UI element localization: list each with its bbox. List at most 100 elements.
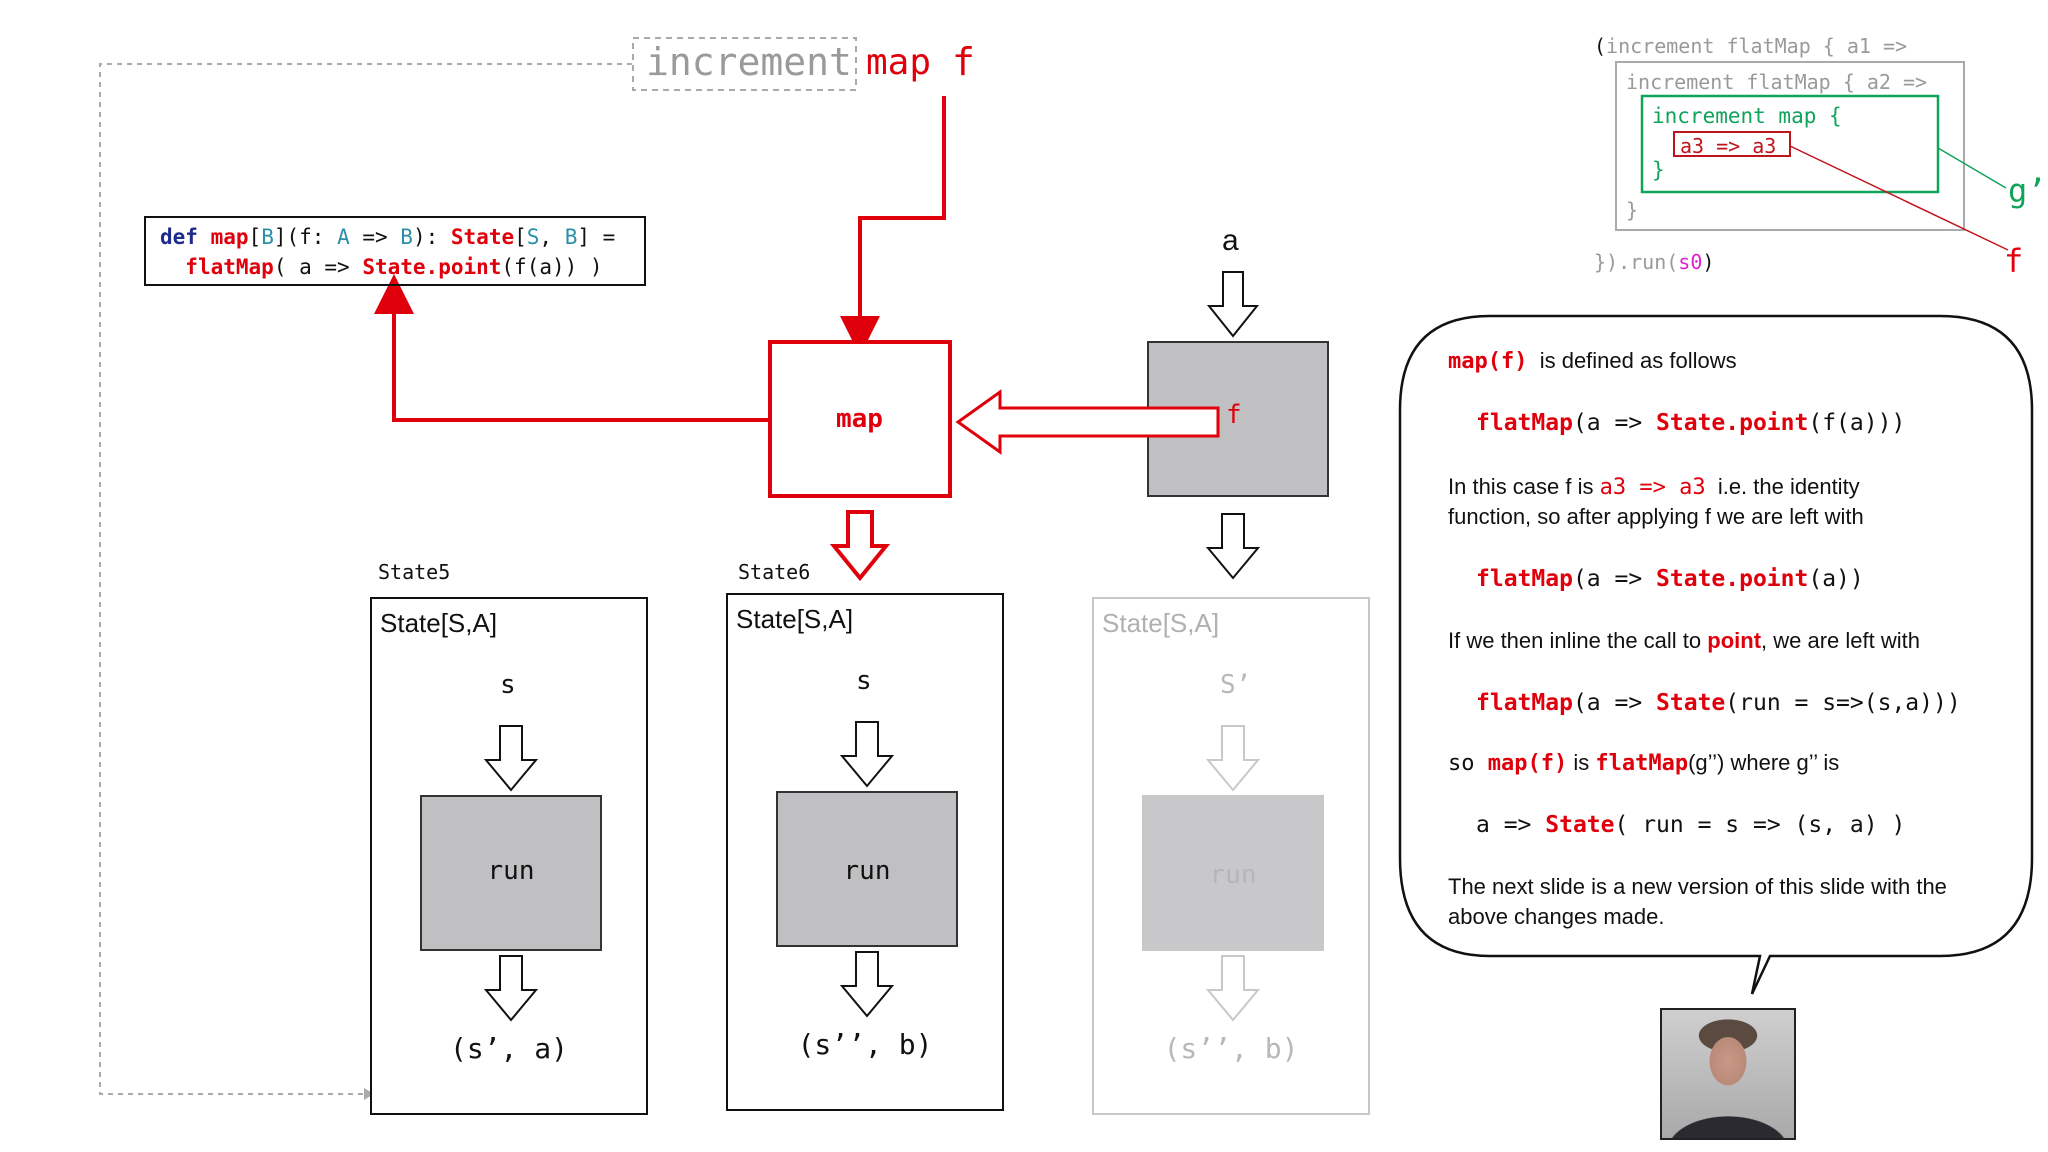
state-faded-input: S’ bbox=[1220, 670, 1252, 700]
code-State: State bbox=[362, 255, 426, 279]
state-faded-run-label: run bbox=[1209, 860, 1257, 890]
f-down-arrow bbox=[1205, 513, 1261, 580]
bubble-line-4: function, so after applying f we are lef… bbox=[1448, 504, 1864, 529]
bubble-l3-b: i.e. the identity bbox=[1705, 474, 1860, 499]
bubble-l5-State: State.point bbox=[1656, 566, 1809, 592]
bubble-l3-code: a3 => a3 bbox=[1599, 475, 1706, 500]
tr-f: f bbox=[2004, 242, 2024, 280]
tr-line1-text: increment flatMap { a1 => bbox=[1606, 34, 1908, 58]
bubble-l7-State: State bbox=[1656, 690, 1726, 716]
f-to-map-hollow-arrow bbox=[955, 389, 1220, 455]
bubble-map-f: map(f) bbox=[1448, 349, 1528, 374]
tr-line2: increment flatMap { a2 => bbox=[1626, 70, 1928, 94]
presenter-photo bbox=[1660, 1008, 1796, 1140]
bubble-line-5: flatMap(a => State.point(a)) bbox=[1476, 564, 1864, 594]
type-State: State bbox=[450, 225, 515, 249]
state6-inner-title: State[S,A] bbox=[736, 604, 854, 634]
tr-s0: s0 bbox=[1678, 250, 1703, 274]
state5-output-arrow bbox=[483, 955, 539, 1022]
tr-green-box bbox=[1640, 94, 1940, 194]
dashed-feedback-arrowhead bbox=[364, 1088, 374, 1100]
bubble-l9-a: a => bbox=[1476, 812, 1546, 838]
bubble-l6-a: If we then inline the call to bbox=[1448, 628, 1708, 653]
code-flatMap: flatMap bbox=[185, 255, 274, 279]
state6-title: State6 bbox=[738, 560, 811, 584]
bubble-line-11: above changes made. bbox=[1448, 904, 1665, 929]
state5-input-arrow bbox=[483, 725, 539, 792]
f-box-label: f bbox=[1226, 400, 1242, 430]
bubble-l5-b: (a)) bbox=[1808, 566, 1864, 592]
tr-close-paren: ) bbox=[1702, 250, 1715, 274]
type-S: S bbox=[526, 225, 540, 249]
bubble-line-8: so map(f) is flatMap(g’’) where g’’ is bbox=[1448, 748, 1839, 779]
code-arrow: => bbox=[349, 225, 401, 249]
state-faded-output-arrow bbox=[1205, 955, 1261, 1022]
red-f-to-map-line bbox=[840, 96, 946, 356]
state6-run-label: run bbox=[843, 856, 891, 886]
bubble-l2-a: (a => bbox=[1572, 410, 1657, 436]
type-B-3: B bbox=[564, 225, 578, 249]
map-box-label: map bbox=[836, 404, 883, 434]
map-box bbox=[768, 340, 952, 498]
bubble-l9-b: ( run = s => (s, a) ) bbox=[1614, 812, 1906, 838]
bubble-line-7: flatMap(a => State(run = s=>(s,a))) bbox=[1476, 688, 1961, 718]
code-fa: (f(a)) ) bbox=[501, 255, 603, 279]
kw-def: def bbox=[160, 225, 198, 249]
bubble-l8-flatMap: flatMap bbox=[1595, 751, 1689, 776]
tr-red-box bbox=[1673, 131, 1791, 157]
code-eq: ] = bbox=[577, 225, 616, 249]
tr-line6: } bbox=[1626, 198, 1639, 222]
tr-line7-brace: }).run( bbox=[1594, 250, 1679, 274]
code-paren: ): bbox=[412, 225, 451, 249]
map-down-arrow bbox=[829, 510, 891, 582]
state-faded-output: (s’’, b) bbox=[1163, 1032, 1299, 1065]
header-f: f bbox=[952, 40, 975, 84]
bubble-line-9: a => State( run = s => (s, a) ) bbox=[1476, 810, 1905, 840]
state5-input: s bbox=[500, 670, 516, 700]
type-A: A bbox=[337, 225, 350, 249]
state5-run-box bbox=[420, 795, 602, 951]
increment-dashed-box bbox=[632, 37, 857, 91]
tr-g-prime: g’ bbox=[2008, 172, 2047, 210]
bubble-l7-flatMap: flatMap bbox=[1476, 690, 1573, 716]
state6-run-box bbox=[776, 791, 958, 947]
bubble-line-6: If we then inline the call to point, we … bbox=[1448, 626, 1920, 656]
tr-line5: } bbox=[1652, 158, 1665, 182]
bubble-defined: is defined as follows bbox=[1527, 348, 1737, 373]
f-pointer bbox=[1789, 145, 2009, 251]
state6-output: (s’’, b) bbox=[797, 1028, 933, 1061]
state5-inner-title: State[S,A] bbox=[380, 608, 498, 638]
type-B-1: B bbox=[261, 225, 274, 249]
bubble-line-10: The next slide is a new version of this … bbox=[1448, 874, 1947, 899]
g-prime-pointer bbox=[1937, 147, 2007, 189]
bubble-l2-flatMap: flatMap bbox=[1476, 410, 1573, 436]
kw-map: map bbox=[210, 225, 249, 249]
bubble-l3-a: In this case f is bbox=[1448, 474, 1600, 499]
bubble-l8-where: where g’’ is bbox=[1724, 750, 1840, 775]
tr-line4: a3 => a3 bbox=[1680, 134, 1777, 158]
bubble-l8-map: map(f) bbox=[1487, 751, 1568, 776]
tr-line1: (increment flatMap { a1 => bbox=[1594, 34, 1907, 58]
header-map: map bbox=[866, 42, 932, 83]
code-comma: , bbox=[539, 225, 565, 249]
state-faded-inner-title: State[S,A] bbox=[1102, 608, 1220, 638]
bubble-l7-a: (a => bbox=[1572, 690, 1657, 716]
type-B-2: B bbox=[400, 225, 413, 249]
tr-outer-gray-box bbox=[1615, 61, 1965, 231]
a-label: a bbox=[1222, 224, 1239, 257]
a-down-arrow bbox=[1206, 271, 1260, 338]
bubble-l2-b: (f(a))) bbox=[1808, 410, 1906, 436]
bubble-l8-so: so bbox=[1448, 751, 1488, 776]
tr-line3: increment map { bbox=[1652, 104, 1842, 128]
state-faded-input-arrow bbox=[1205, 725, 1261, 792]
bubble-l9-State: State bbox=[1545, 812, 1615, 838]
bubble-l8-is: is bbox=[1567, 750, 1596, 775]
def-map-code-box: def map[B](f: A => B): State[S, B] = fla… bbox=[144, 216, 646, 286]
tr-open-paren: ( bbox=[1594, 34, 1607, 58]
state5-output: (s’, a) bbox=[449, 1032, 568, 1065]
state6-output-arrow bbox=[839, 951, 895, 1018]
code-bracket-2: [ bbox=[514, 225, 527, 249]
code-point: .point bbox=[425, 255, 502, 279]
state6-input: s bbox=[856, 666, 872, 696]
